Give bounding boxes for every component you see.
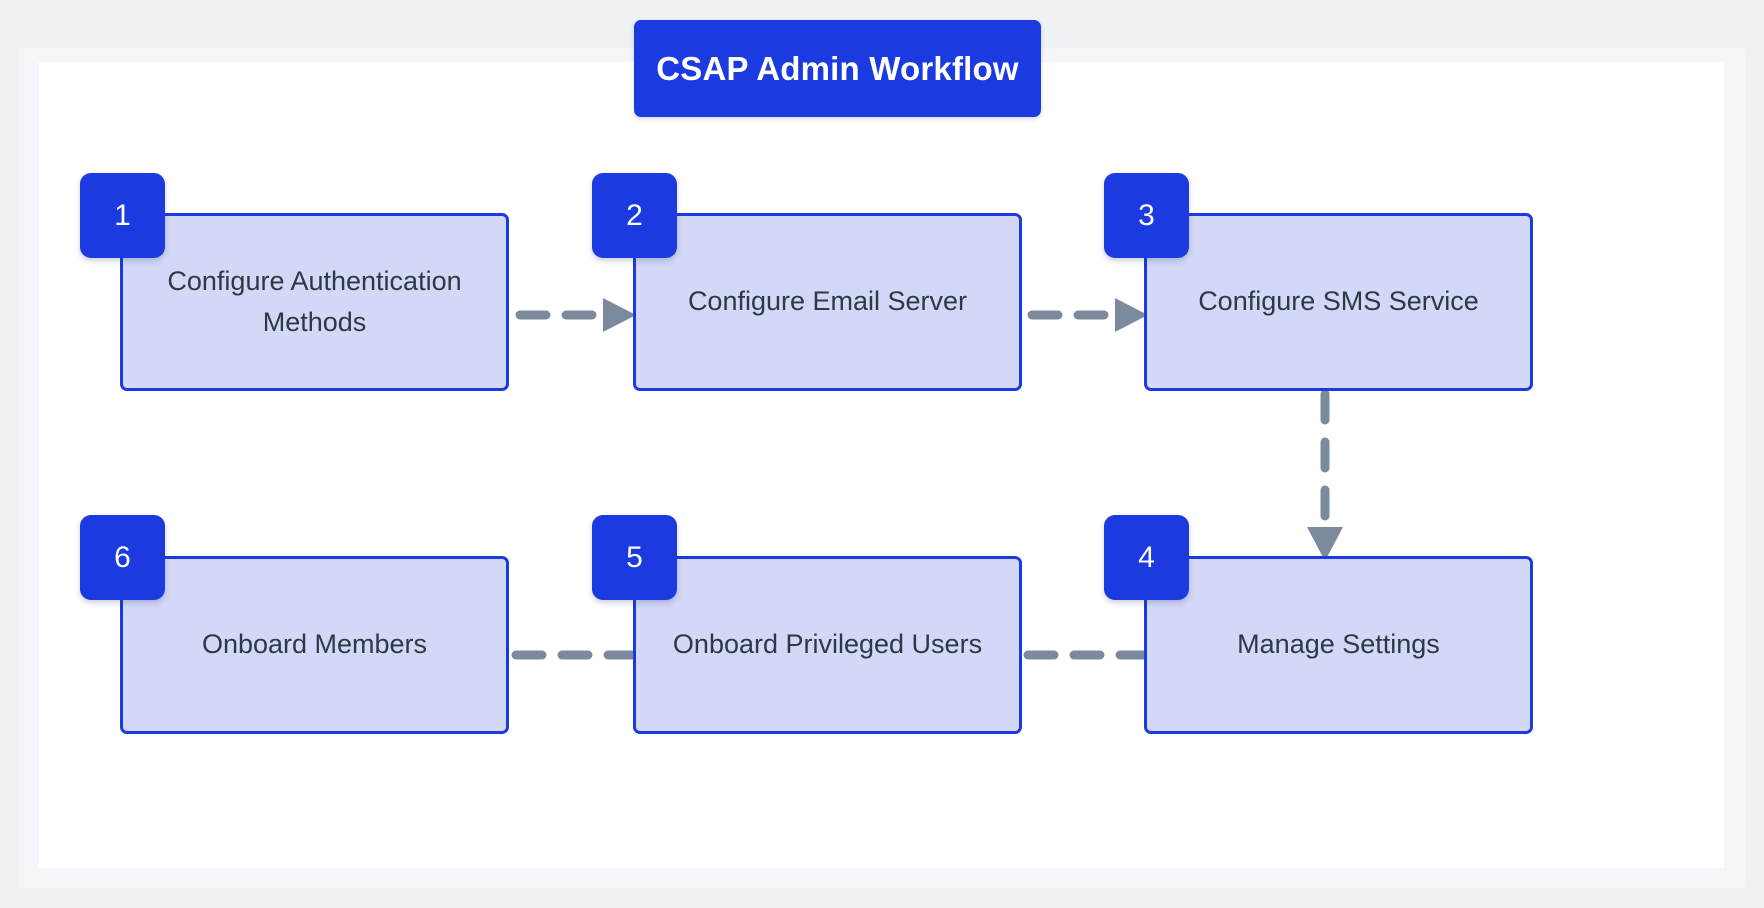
diagram-title: CSAP Admin Workflow [634,20,1041,117]
workflow-node-2-number-text: 2 [626,198,643,232]
arrow-node3-to-node4 [1307,390,1343,561]
workflow-node-5-number: 5 [592,515,677,600]
workflow-node-3[interactable]: Configure SMS Service [1144,213,1533,391]
workflow-node-1[interactable]: Configure Authentication Methods [120,213,509,391]
workflow-node-1-number-text: 1 [114,198,131,232]
workflow-node-1-label: Configure Authentication Methods [167,265,462,337]
workflow-node-6-label: Onboard Members [201,629,428,660]
workflow-node-4-number-text: 4 [1138,540,1155,574]
diagram-title-text: CSAP Admin Workflow [656,49,1019,87]
workflow-node-4[interactable]: Manage Settings [1144,556,1533,734]
workflow-node-6-number-text: 6 [114,540,131,574]
workflow-node-5-label: Onboard Privileged Users [672,629,983,660]
workflow-node-5-number-text: 5 [626,540,643,574]
workflow-node-2-label: Configure Email Server [687,286,968,317]
workflow-node-2[interactable]: Configure Email Server [633,213,1022,391]
diagram-surface [39,62,1724,868]
workflow-node-3-number: 3 [1104,173,1189,258]
workflow-node-4-number: 4 [1104,515,1189,600]
workflow-node-6[interactable]: Onboard Members [120,556,509,734]
workflow-node-1-number: 1 [80,173,165,258]
workflow-node-3-label: Configure SMS Service [1198,286,1479,317]
workflow-node-3-number-text: 3 [1138,198,1155,232]
workflow-node-2-number: 2 [592,173,677,258]
workflow-node-5[interactable]: Onboard Privileged Users [633,556,1022,734]
workflow-node-6-number: 6 [80,515,165,600]
workflow-node-4-label: Manage Settings [1237,629,1440,660]
